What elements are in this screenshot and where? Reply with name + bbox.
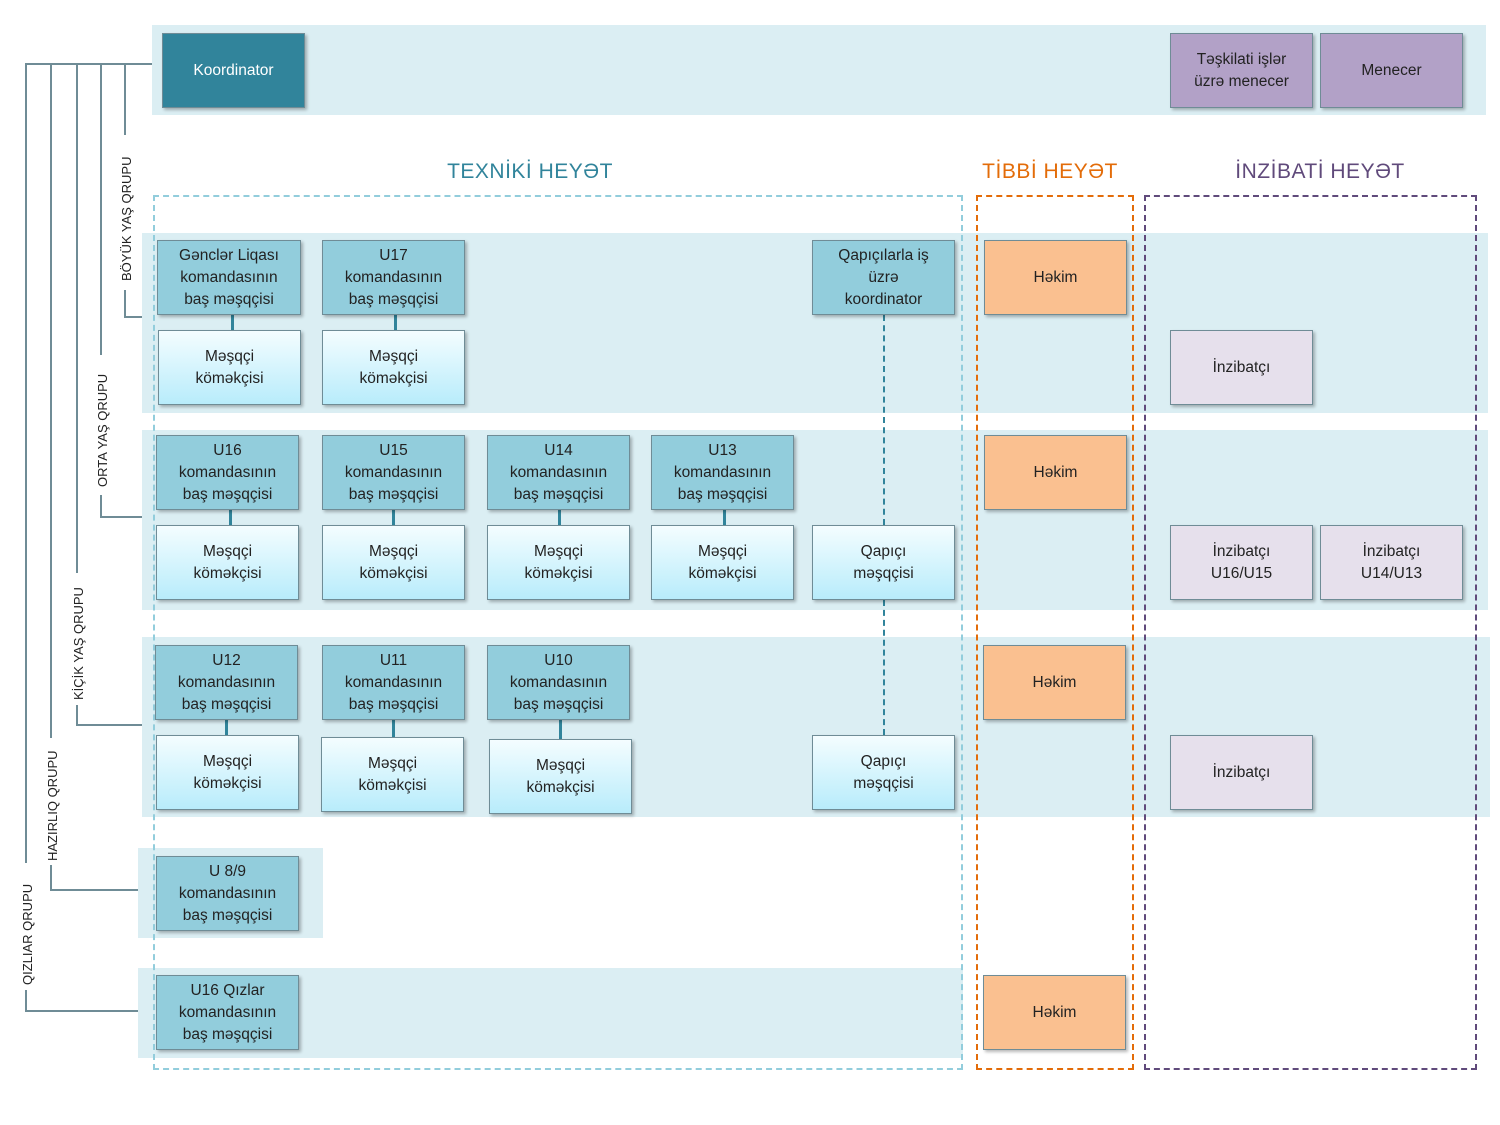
prep-group-label: HAZIRLIQ QRUPU	[45, 750, 60, 861]
senior-group-label: BÖYÜK YAŞ QRUPU	[119, 156, 134, 282]
junior-assistant-1: Məşqçi köməkçisi	[156, 735, 299, 810]
middle-admin-box-2: İnzibatçı U14/U13	[1320, 525, 1463, 600]
prep-connector-horizontal	[50, 889, 138, 891]
gk-dashed-line-lower	[883, 600, 885, 735]
girls-connector-lower	[25, 990, 27, 1012]
girls-connector-vertical	[25, 63, 27, 863]
technical-frame	[153, 195, 963, 1070]
girls-head-coach: U16 Qızlar komandasının baş məşqçisi	[156, 975, 299, 1050]
girls-doctor-box: Həkim	[983, 975, 1126, 1050]
coordinator-box: Koordinator	[162, 33, 305, 108]
junior-gk-coach-box: Qapıçı məşqçisi	[812, 735, 955, 810]
senior-connector-horizontal	[124, 316, 142, 318]
junior-assistant-3: Məşqçi köməkçisi	[489, 739, 632, 814]
middle-link-1	[229, 510, 232, 525]
medical-frame	[976, 195, 1134, 1070]
technical-title: TEXNİKİ HEYƏT	[447, 160, 613, 183]
middle-assistant-2: Məşqçi köməkçisi	[322, 525, 465, 600]
medical-title: TİBBİ HEYƏT	[982, 160, 1118, 183]
senior-head-coach-2: U17 komandasının baş məşqçisi	[322, 240, 465, 315]
junior-group-label: KİÇİK YAŞ QRUPU	[71, 587, 86, 700]
junior-head-coach-2: U11 komandasının baş məşqçisi	[322, 645, 465, 720]
senior-doctor-box: Həkim	[984, 240, 1127, 315]
junior-admin-box: İnzibatçı	[1170, 735, 1313, 810]
senior-admin-box: İnzibatçı	[1170, 330, 1313, 405]
junior-link-2	[392, 720, 395, 737]
gk-coordinator-box: Qapıçılarla iş üzrə koordinator	[812, 240, 955, 315]
junior-head-coach-1: U12 komandasının baş məşqçisi	[155, 645, 298, 720]
middle-head-coach-1: U16 komandasının baş məşqçisi	[156, 435, 299, 510]
middle-assistant-3: Məşqçi köməkçisi	[487, 525, 630, 600]
senior-head-coach-1: Gənclər Liqası komandasının baş məşqçisi	[157, 240, 301, 315]
manager-box: Menecer	[1320, 33, 1463, 108]
middle-admin-box-1: İnzibatçı U16/U15	[1170, 525, 1313, 600]
middle-connector-lower	[100, 495, 102, 518]
junior-link-3	[559, 720, 562, 739]
senior-assistant-2: Məşqçi köməkçisi	[322, 330, 465, 405]
prep-head-coach: U 8/9 komandasının baş məşqçisi	[156, 856, 299, 931]
prep-connector-vertical	[50, 63, 52, 738]
prep-connector-lower	[50, 865, 52, 890]
admin-frame	[1144, 195, 1477, 1070]
group-connector-top	[25, 63, 152, 65]
middle-assistant-4: Məşqçi köməkçisi	[651, 525, 794, 600]
senior-link-2	[394, 315, 397, 330]
senior-assistant-1: Məşqçi köməkçisi	[158, 330, 301, 405]
junior-link-1	[225, 720, 228, 735]
middle-link-4	[723, 510, 726, 525]
middle-connector-vertical	[100, 63, 102, 355]
junior-head-coach-3: U10 komandasının baş məşqçisi	[487, 645, 630, 720]
middle-gk-coach-box: Qapıçı məşqçisi	[812, 525, 955, 600]
middle-head-coach-4: U13 komandasının baş məşqçisi	[651, 435, 794, 510]
senior-connector-vertical	[124, 63, 126, 135]
senior-link-1	[231, 315, 234, 330]
girls-group-label: QIZLIAR QRUPU	[20, 883, 35, 985]
junior-connector-lower	[76, 705, 78, 726]
middle-head-coach-2: U15 komandasının baş məşqçisi	[322, 435, 465, 510]
middle-doctor-box: Həkim	[984, 435, 1127, 510]
junior-connector-vertical	[76, 63, 78, 573]
middle-connector-horizontal	[100, 516, 142, 518]
junior-connector-horizontal	[76, 724, 142, 726]
junior-assistant-2: Məşqçi köməkçisi	[321, 737, 464, 812]
senior-connector-lower	[124, 290, 126, 318]
middle-link-2	[392, 510, 395, 525]
middle-group-label: ORTA YAŞ QRUPU	[95, 373, 110, 487]
admin-title: İNZİBATİ HEYƏT	[1235, 160, 1405, 183]
middle-head-coach-3: U14 komandasının baş məşqçisi	[487, 435, 630, 510]
middle-assistant-1: Məşqçi köməkçisi	[156, 525, 299, 600]
gk-dashed-line-upper	[883, 315, 885, 525]
middle-link-3	[558, 510, 561, 525]
junior-doctor-box: Həkim	[983, 645, 1126, 720]
org-manager-box: Təşkilati işlər üzrə menecer	[1170, 33, 1313, 108]
girls-connector-horizontal	[25, 1010, 138, 1012]
